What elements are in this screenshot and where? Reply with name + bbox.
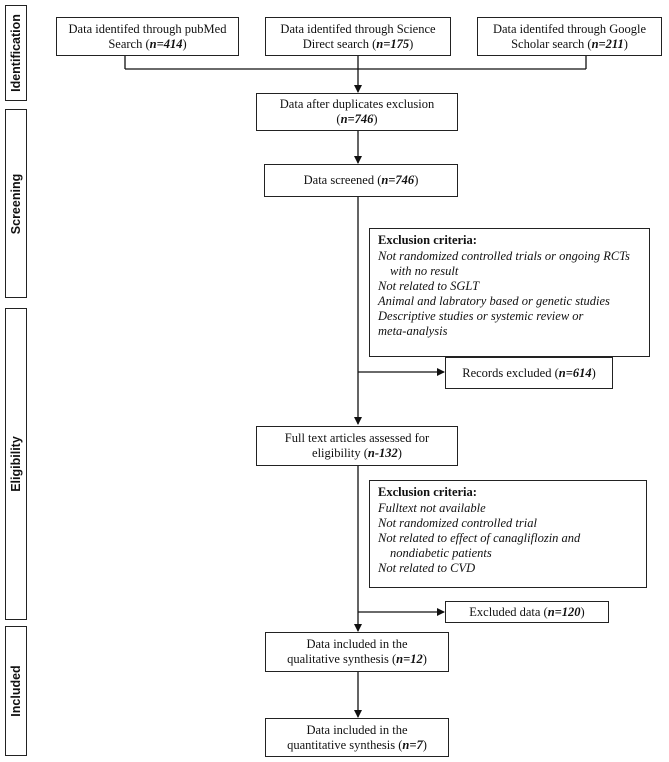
phase-identification: Identification bbox=[5, 5, 27, 101]
phase-eligibility: Eligibility bbox=[5, 308, 27, 620]
phase-included: Included bbox=[5, 626, 27, 756]
box-data-screened: Data screened (n=746) bbox=[264, 164, 458, 197]
box-records-excluded: Records excluded (n=614) bbox=[445, 357, 613, 389]
box-science-direct-search: Data identifed through Science Direct se… bbox=[265, 17, 451, 56]
box-excluded-data: Excluded data (n=120) bbox=[445, 601, 609, 623]
box-pubmed-search: Data identifed through pubMed Search (n=… bbox=[56, 17, 239, 56]
box-exclusion-criteria-eligibility: Exclusion criteria: Fulltext not availab… bbox=[369, 480, 647, 588]
box-quantitative-synthesis: Data included in the quantitative synthe… bbox=[265, 718, 449, 757]
box-after-duplicates: Data after duplicates exclusion (n=746) bbox=[256, 93, 458, 131]
box-qualitative-synthesis: Data included in the qualitative synthes… bbox=[265, 632, 449, 672]
phase-screening: Screening bbox=[5, 109, 27, 298]
box-exclusion-criteria-screening: Exclusion criteria: Not randomized contr… bbox=[369, 228, 650, 357]
box-google-scholar-search: Data identifed through Google Scholar se… bbox=[477, 17, 662, 56]
box-full-text-assessed: Full text articles assessed for eligibil… bbox=[256, 426, 458, 466]
